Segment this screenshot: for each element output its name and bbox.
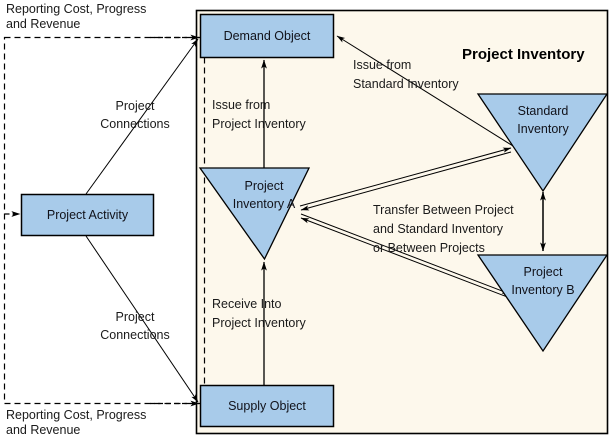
edge-project-activity-to-supply-object [85,235,199,403]
edge-label-transfer-line1: Transfer Between Project [373,203,514,217]
edge-project-inventory-b-to-project-inventory-a [300,217,511,299]
edge-label-issue-from-standard-inventory-line1: Issue from [353,58,412,72]
edge-label-project-connections-lower-line1: Project [115,310,155,324]
edge-label-transfer-line2: and Standard Inventory [373,222,503,236]
node-project-inventory-a [198,167,311,261]
edge-label-receive-into-project-inventory-line1: Receive Into [212,297,282,311]
edge-label-receive-into-project-inventory-line2: Project Inventory [212,316,306,330]
edge-project-inventory-a-to-project-inventory-b [300,213,511,295]
edge-project-activity-to-demand-object [85,38,199,195]
node-demand-object [199,13,335,59]
edge-label-reporting-top-line2: and Revenue [6,17,81,31]
node-project-activity-hit[interactable] [21,194,154,236]
edge-standard-inventory-to-project-inventory-a [300,151,512,211]
panel-title: Project Inventory [462,46,585,63]
edge-label-issue-from-project-inventory-line1: Issue from [212,98,271,112]
edge-label-issue-from-standard-inventory-line2: Standard Inventory [353,77,459,91]
edge-label-project-connections-upper-line2: Connections [100,117,170,131]
edge-project-inventory-a-to-standard-inventory [299,147,512,207]
node-project-activity [20,193,155,237]
edge-label-reporting-bottom-line1: Reporting Cost, Progress [6,408,147,422]
edge-label-issue-from-project-inventory-line2: Project Inventory [212,117,306,131]
edge-label-project-connections-lower-line2: Connections [100,328,170,342]
node-standard-inventory [476,93,609,193]
node-project-inventory-b-hit[interactable] [478,255,608,352]
edge-label-reporting-top-line1: Reporting Cost, Progress [6,2,147,16]
edge-label-project-connections-upper-line1: Project [115,99,155,113]
node-standard-inventory-hit[interactable] [478,94,608,192]
edge-standard-inventory-to-demand-object [336,35,514,147]
reporting-boundary-dashed [3,36,206,405]
edge-label-reporting-bottom-line2: and Revenue [6,423,81,437]
edge-label-transfer-line3: or Between Projects [373,241,485,255]
node-demand-object-hit[interactable] [200,14,334,58]
node-project-inventory-b [476,254,609,353]
node-project-inventory-a-hit[interactable] [200,168,310,260]
node-supply-object-hit[interactable] [200,385,334,427]
node-supply-object [199,384,335,428]
